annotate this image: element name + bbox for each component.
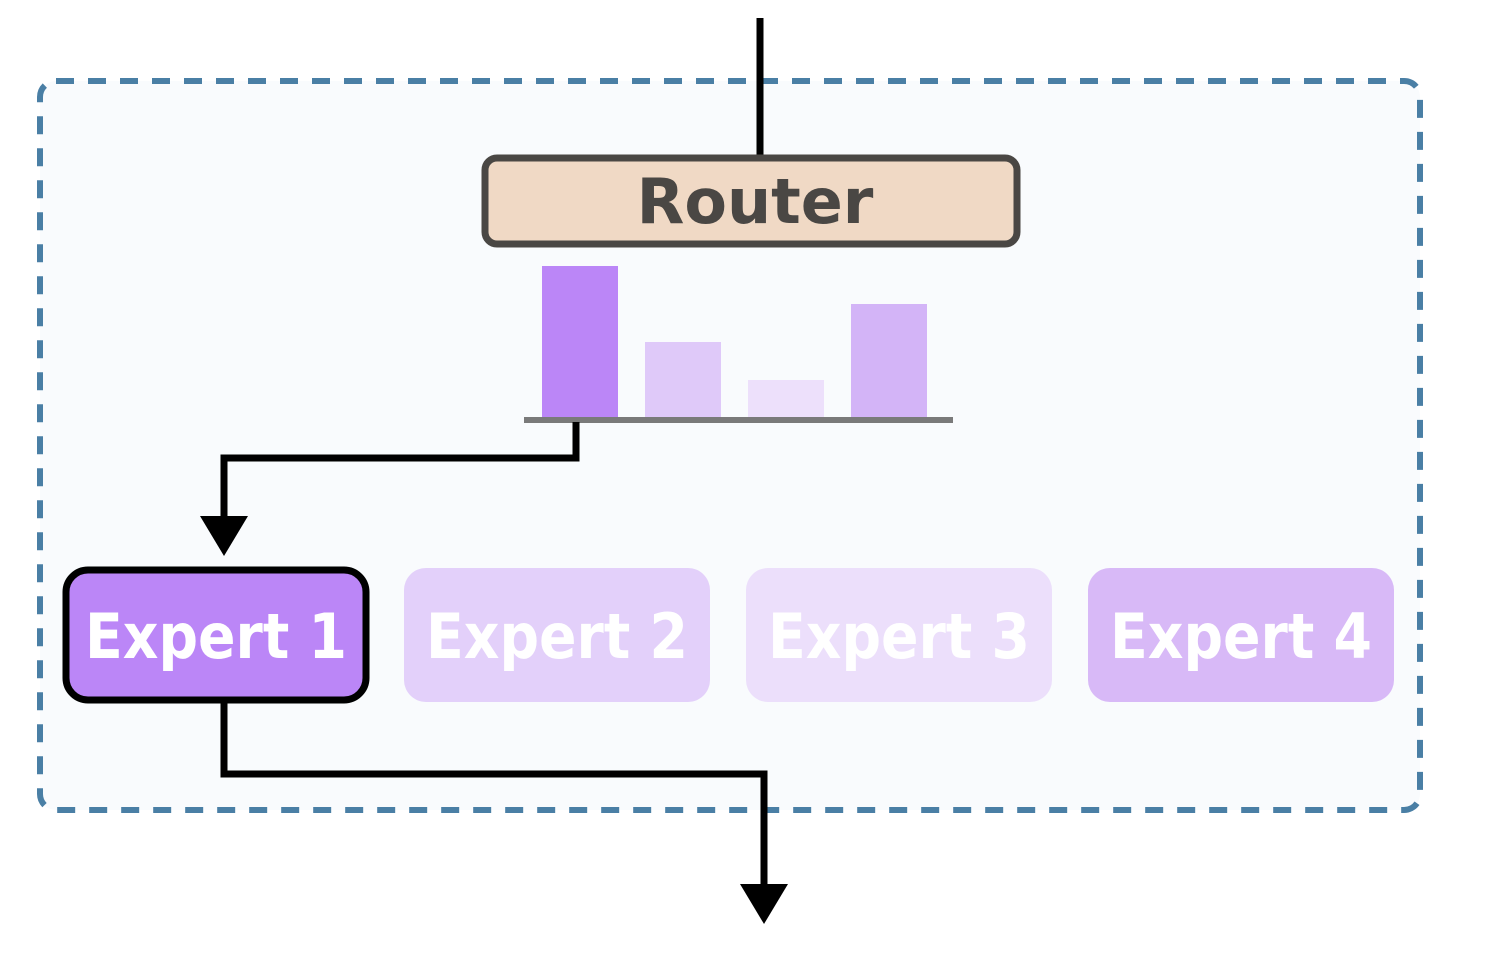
expert-3-box — [746, 568, 1052, 702]
router-node: Router — [481, 154, 1021, 248]
moe-layer-container — [37, 78, 1423, 813]
expert-3-label: Expert 3 — [768, 600, 1030, 673]
routing-score-bar-3 — [748, 380, 824, 418]
experts-row: Expert 1 Expert 2 Expert 3 Expert 4 — [62, 566, 1394, 704]
route-to-expert-1 — [220, 422, 580, 522]
expert-2-label: Expert 2 — [426, 600, 688, 673]
expert-4-label: Expert 4 — [1110, 600, 1372, 673]
expert-1-box — [62, 566, 370, 704]
routing-score-bar-2 — [645, 342, 721, 418]
routing-score-bars — [542, 266, 927, 418]
routing-score-bar-1 — [542, 266, 618, 418]
output-route — [220, 700, 768, 890]
expert-4-node: Expert 4 — [1088, 568, 1394, 702]
router-label: Router — [637, 165, 874, 238]
expert-3-node: Expert 3 — [746, 568, 1052, 702]
router-box — [481, 154, 1021, 248]
expert-2-node: Expert 2 — [404, 568, 710, 702]
expert-4-box — [1088, 568, 1394, 702]
expert-2-box — [404, 568, 710, 702]
route-arrowhead-icon — [200, 516, 248, 556]
output-arrowhead-icon — [740, 884, 788, 924]
expert-1-label: Expert 1 — [85, 600, 347, 673]
routing-score-bar-4 — [851, 304, 927, 418]
expert-1-node: Expert 1 — [62, 566, 370, 704]
